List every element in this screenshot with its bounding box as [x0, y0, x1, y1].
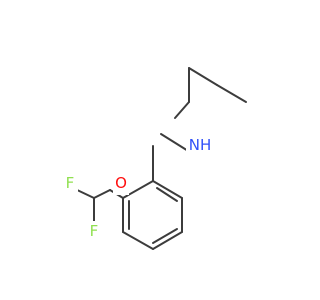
oxygen-atom-label: O: [115, 174, 127, 192]
ring-bond-4: [122, 231, 154, 250]
bond-cf2-f1: [74, 188, 95, 199]
bond-o-cf2: [93, 189, 111, 199]
ring-double-bond-1: [156, 187, 178, 202]
fluorine-1-label-background: [62, 173, 78, 195]
fluorine-atom-label-2: F: [90, 222, 99, 240]
ring-bond-1: [152, 180, 183, 199]
oxygen-label-background: [113, 173, 129, 195]
bond-c1-c2: [188, 67, 218, 86]
bond-c4-n: [174, 101, 190, 119]
fluorine-atom-label-1: F: [66, 174, 75, 192]
ring-bond-6: [122, 180, 154, 199]
ring-bond-3: [152, 231, 183, 250]
nitrogen-label-background: [186, 135, 214, 157]
molecule-structure-diagram: NH O F F: [62, 67, 247, 250]
nitrogen-atom-label: NH: [189, 136, 212, 154]
fluorine-2-label-background: [86, 221, 102, 243]
ring-double-bond-2: [152, 228, 178, 244]
bond-c2-c3: [216, 84, 247, 103]
